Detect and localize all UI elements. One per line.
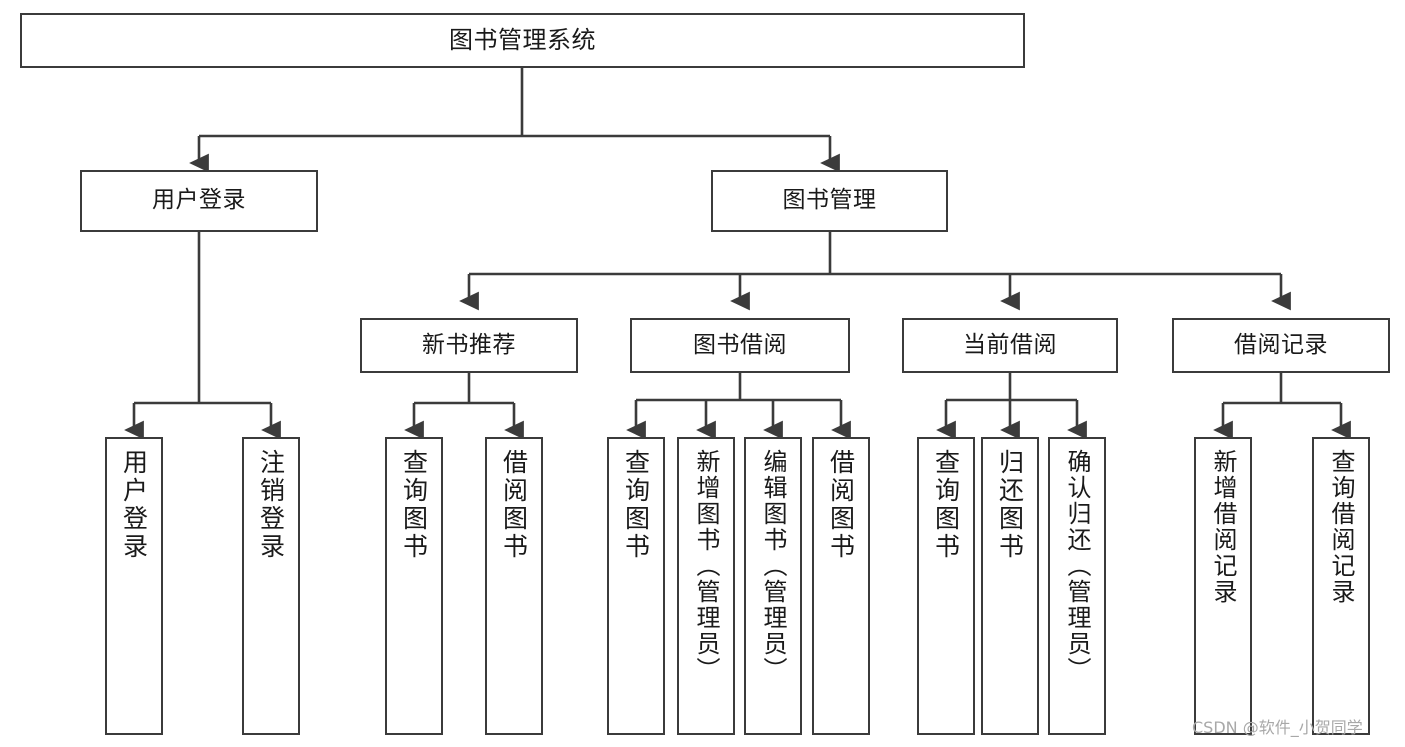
node-label: 借阅图书 — [826, 449, 856, 561]
node-label: 借阅记录 — [1234, 331, 1328, 358]
node-label: 新书推荐 — [422, 331, 516, 358]
node-borrow-record[interactable]: 借阅记录 — [1172, 318, 1390, 373]
leaf-return-book[interactable]: 归还图书 — [981, 437, 1039, 735]
leaf-confirm-return-admin[interactable]: 确认归还（管理员） — [1048, 437, 1106, 735]
node-label: 编辑图书（管理员） — [759, 449, 787, 683]
leaf-query-borrow-record[interactable]: 查询借阅记录 — [1312, 437, 1370, 735]
node-label: 图书借阅 — [693, 331, 787, 358]
leaf-borrow-book-recommend[interactable]: 借阅图书 — [485, 437, 543, 735]
leaf-query-book-current[interactable]: 查询图书 — [917, 437, 975, 735]
node-user-login[interactable]: 用户登录 — [80, 170, 318, 232]
node-label: 新增借阅记录 — [1209, 449, 1237, 605]
node-label: 确认归还（管理员） — [1063, 449, 1091, 683]
node-label: 查询图书 — [399, 449, 429, 561]
node-book-management[interactable]: 图书管理 — [711, 170, 948, 232]
leaf-add-borrow-record[interactable]: 新增借阅记录 — [1194, 437, 1252, 735]
leaf-user-login[interactable]: 用户登录 — [105, 437, 163, 735]
leaf-edit-book-admin[interactable]: 编辑图书（管理员） — [744, 437, 802, 735]
node-new-book-recommend[interactable]: 新书推荐 — [360, 318, 578, 373]
node-label: 借阅图书 — [499, 449, 529, 561]
node-label: 注销登录 — [256, 449, 286, 561]
leaf-query-book-recommend[interactable]: 查询图书 — [385, 437, 443, 735]
node-label: 图书管理 — [782, 187, 877, 214]
leaf-borrow-book[interactable]: 借阅图书 — [812, 437, 870, 735]
node-label: 图书管理系统 — [449, 26, 596, 55]
node-current-borrow[interactable]: 当前借阅 — [902, 318, 1118, 373]
node-label: 查询图书 — [931, 449, 961, 561]
leaf-query-book-borrow[interactable]: 查询图书 — [607, 437, 665, 735]
node-book-borrow[interactable]: 图书借阅 — [630, 318, 850, 373]
node-label: 用户登录 — [152, 187, 246, 214]
node-label: 用户登录 — [119, 449, 149, 561]
node-root-system[interactable]: 图书管理系统 — [20, 13, 1025, 68]
node-label: 查询借阅记录 — [1327, 449, 1355, 605]
watermark-text: CSDN @软件_小贺同学 — [1192, 718, 1363, 737]
node-label: 当前借阅 — [963, 331, 1057, 358]
leaf-logout[interactable]: 注销登录 — [242, 437, 300, 735]
leaf-add-book-admin[interactable]: 新增图书（管理员） — [677, 437, 735, 735]
node-label: 新增图书（管理员） — [692, 449, 720, 683]
node-label: 归还图书 — [995, 449, 1025, 561]
node-label: 查询图书 — [621, 449, 651, 561]
